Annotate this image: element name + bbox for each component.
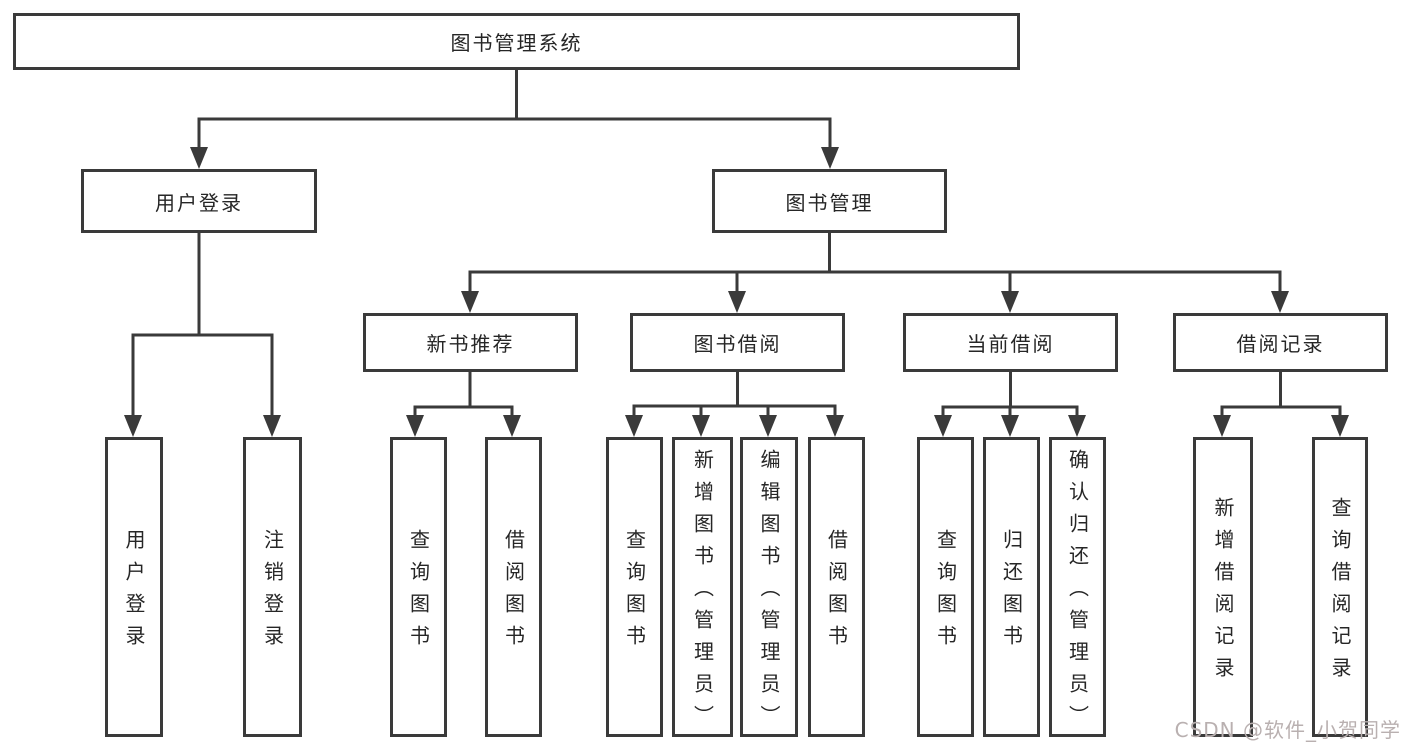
node-label: 图书管理 [785,190,874,215]
node-leaf-logout: 注销登录 [243,437,302,737]
node-borrowing-records: 借阅记录 [1173,313,1388,372]
node-leaf-query-book-borrow: 查询图书 [606,437,663,737]
node-label: 用户登录 [155,190,243,215]
connector-strokes [131,70,1342,418]
node-label: 查询图书 [622,529,647,657]
node-new-book-recommend: 新书推荐 [363,313,578,372]
node-label: 借阅图书 [824,529,849,657]
node-leaf-borrow-book-recommend: 借阅图书 [485,437,542,737]
node-leaf-user-login: 用户登录 [105,437,163,737]
csdn-watermark: CSDN @软件_小贺同学 [1174,718,1401,742]
node-user-login: 用户登录 [81,169,317,233]
node-leaf-borrow-book: 借阅图书 [808,437,865,737]
node-label: 图书管理系统 [450,31,583,55]
node-label: 查询图书 [406,529,431,657]
node-label: 新增图书（管理员） [690,449,715,737]
node-leaf-edit-book-admin: 编辑图书（管理员） [740,437,798,737]
node-label: 查询图书 [933,529,958,657]
node-label: 新书推荐 [426,332,515,356]
node-label: 借阅图书 [501,529,526,657]
node-leaf-query-borrow-record: 查询借阅记录 [1312,437,1368,737]
node-label: 确认归还（管理员） [1065,449,1090,737]
node-library-management-system: 图书管理系统 [13,13,1020,70]
node-leaf-add-borrow-record: 新增借阅记录 [1193,437,1253,737]
node-leaf-query-book-recommend: 查询图书 [390,437,447,737]
node-leaf-query-book-current: 查询图书 [917,437,974,737]
node-leaf-confirm-return-admin: 确认归还（管理员） [1049,437,1106,737]
node-label: 归还图书 [999,529,1024,657]
node-current-borrowing: 当前借阅 [903,313,1118,372]
node-label: 当前借阅 [966,332,1055,356]
node-leaf-return-book: 归还图书 [983,437,1040,737]
node-book-management: 图书管理 [712,169,947,233]
node-book-borrowing: 图书借阅 [630,313,845,372]
node-label: 用户登录 [122,529,146,657]
node-label: 新增借阅记录 [1211,497,1235,689]
node-label: 借阅记录 [1236,332,1325,356]
node-label: 查询借阅记录 [1328,497,1352,689]
node-leaf-add-book-admin: 新增图书（管理员） [672,437,733,737]
node-label: 图书借阅 [693,332,782,356]
node-label: 编辑图书（管理员） [757,449,781,737]
node-label: 注销登录 [260,529,285,657]
arrowhead-icons [124,147,1349,437]
